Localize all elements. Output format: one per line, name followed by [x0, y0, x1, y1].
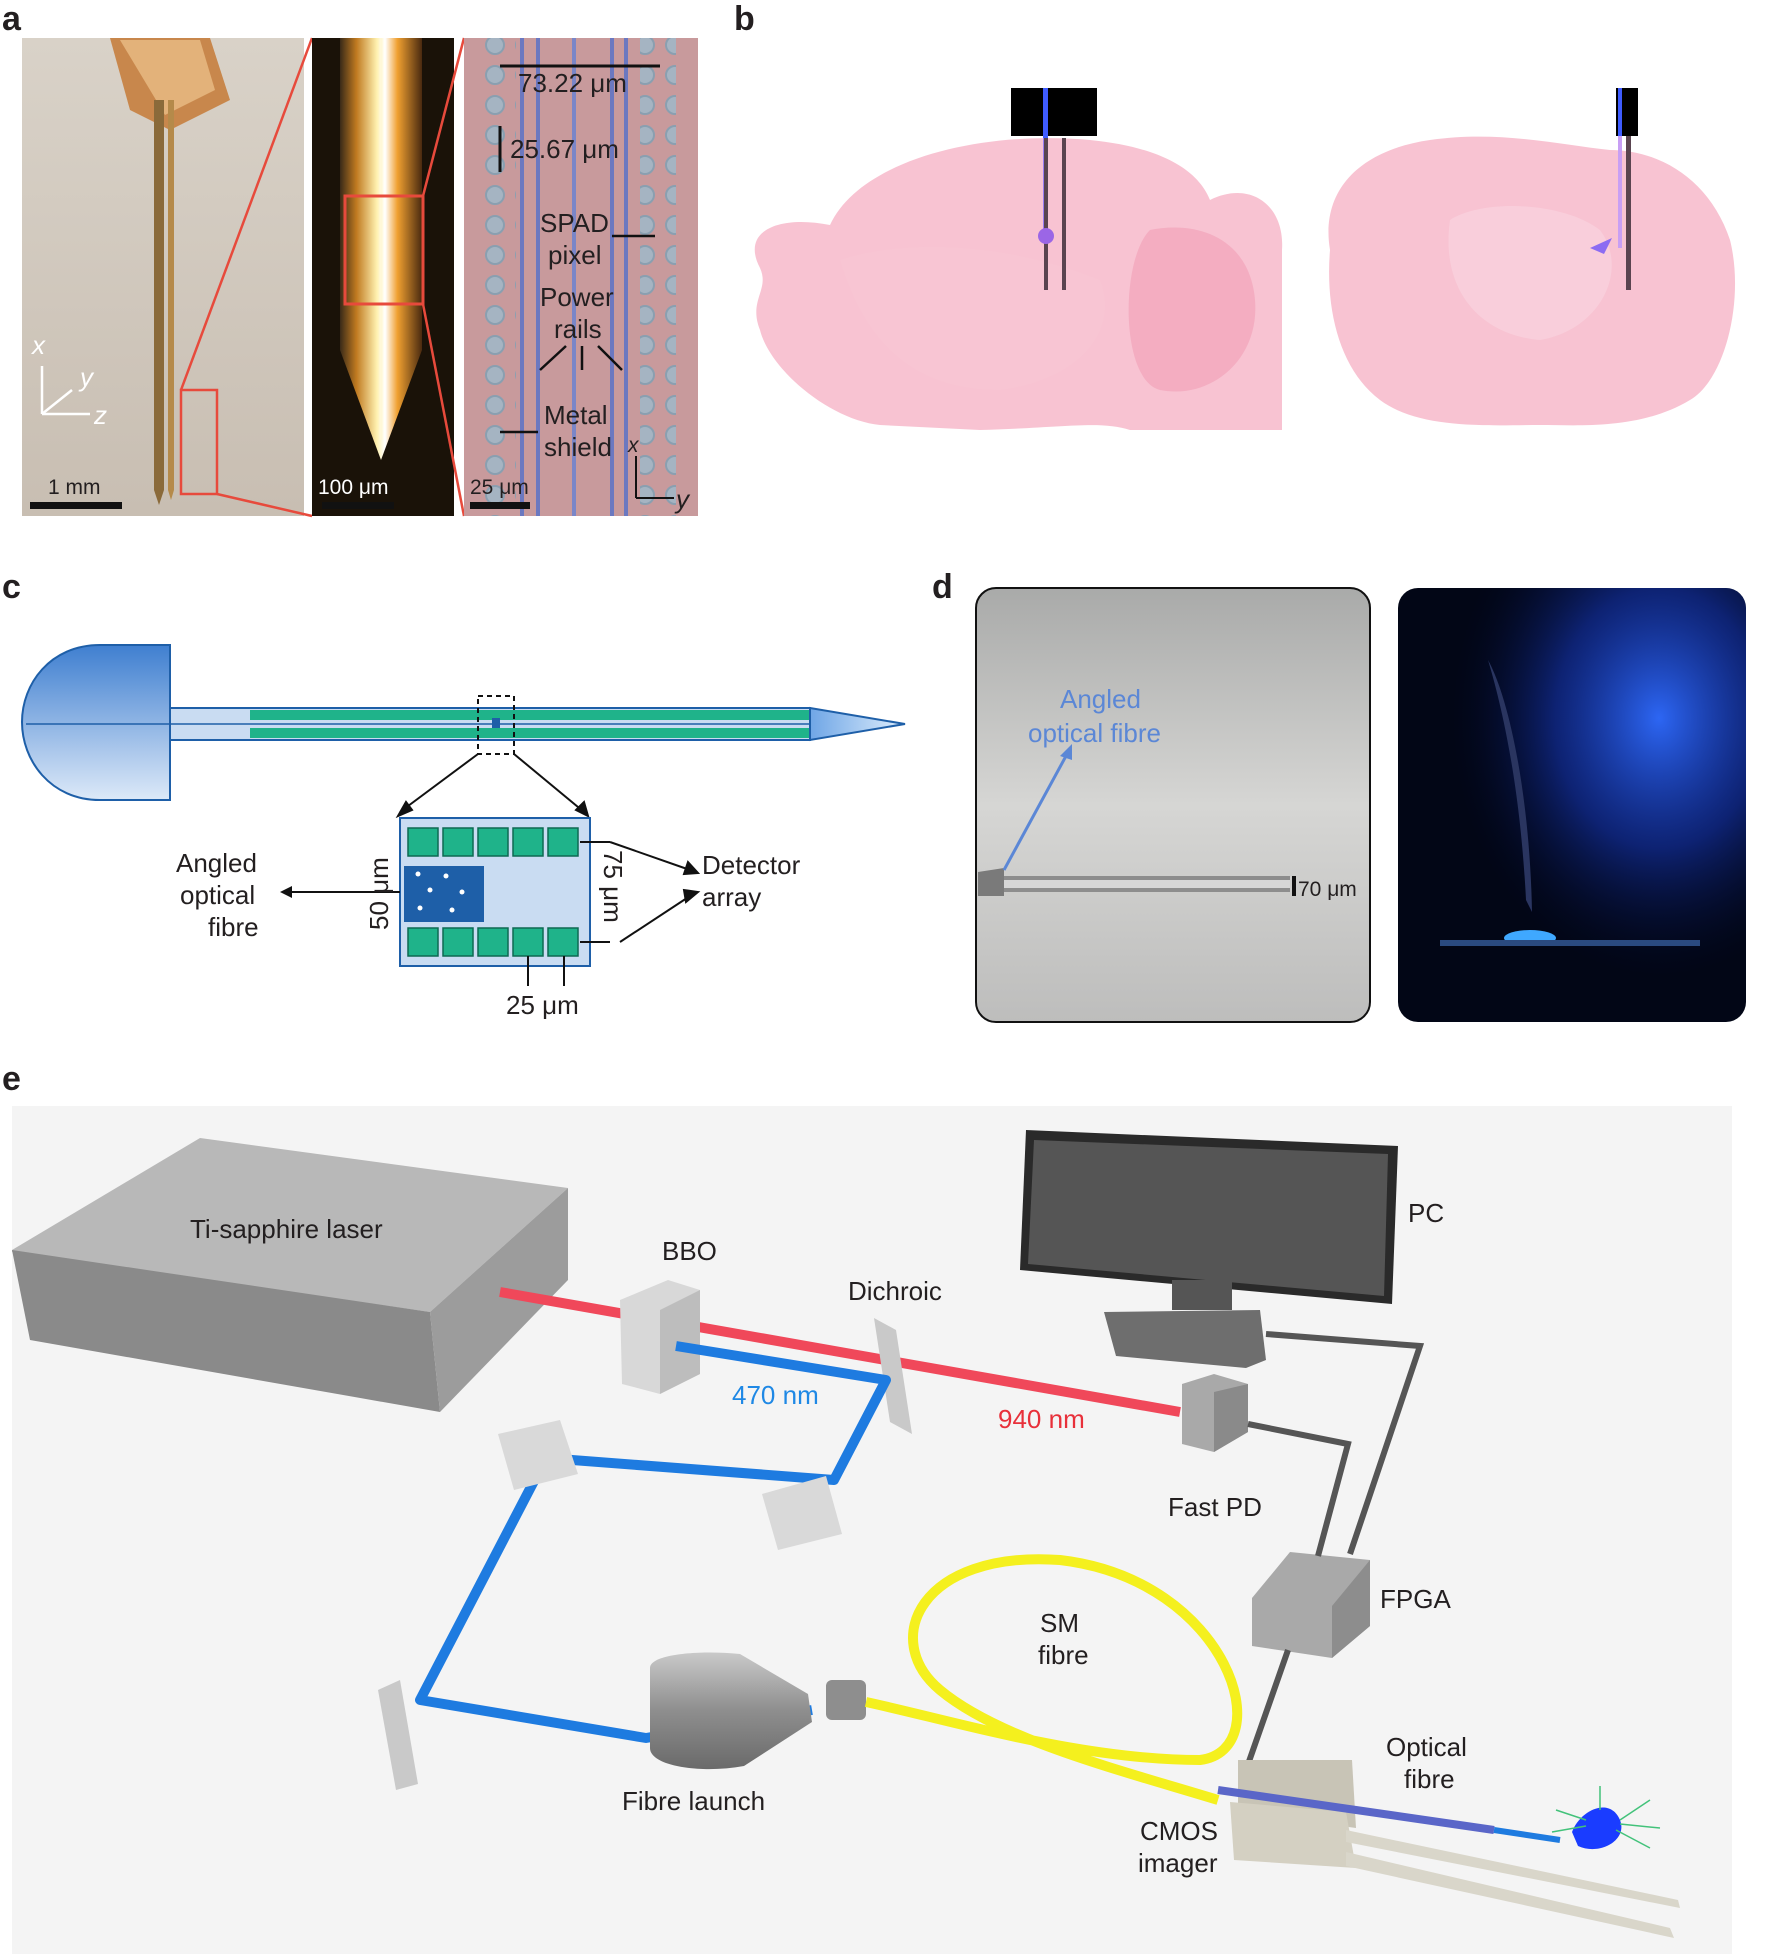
optical-label-2: fibre [1404, 1764, 1455, 1794]
laser-label: Ti-sapphire laser [190, 1214, 383, 1244]
fast-pd-label: Fast PD [1168, 1492, 1262, 1522]
metal-label-2: shield [544, 432, 612, 462]
cmos-imager [1230, 1760, 1680, 1938]
dichroic-label: Dichroic [848, 1276, 942, 1306]
scale-bar-25um [470, 502, 530, 509]
dim-25-label: 25 μm [506, 990, 579, 1020]
fibre-photo-blue [1398, 588, 1746, 1022]
panel-letter-a: a [2, 0, 22, 38]
mirror [762, 1476, 842, 1550]
arrow-head [280, 886, 292, 898]
detector-label-1: Detector [702, 850, 801, 880]
zoom-line [216, 492, 313, 518]
sm-label-2: fibre [1038, 1640, 1089, 1670]
zoom-line [421, 37, 466, 197]
sm-fibre [864, 1554, 1243, 1805]
power-label-2: rails [554, 314, 602, 344]
dichroic-mirror [874, 1318, 912, 1434]
ti-sapphire-laser [12, 1138, 568, 1412]
axis-x-a3: x [627, 434, 640, 457]
spad-label-1: SPAD [540, 208, 609, 238]
detector-arrows [609, 841, 701, 943]
dim-75-label: 75 μm [598, 850, 628, 923]
fibre-photo-white [975, 587, 1371, 1023]
bbo-crystal [620, 1280, 700, 1394]
zoom-arrows [395, 753, 590, 819]
mirror [498, 1420, 578, 1490]
wl-940-label: 940 nm [998, 1404, 1085, 1434]
scale-label-1mm: 1 mm [48, 476, 101, 499]
fibre-label-3: fibre [208, 912, 259, 942]
fibre-launch-label: Fibre launch [622, 1786, 765, 1816]
fpga-box [1252, 1552, 1370, 1658]
probe-photo [22, 38, 304, 516]
scale-label-25um: 25 μm [470, 476, 529, 499]
panel-letter-e: e [2, 1060, 21, 1098]
mirror [378, 1680, 418, 1790]
panel-letter-d: d [932, 568, 953, 606]
metal-label-1: Metal [544, 400, 608, 430]
red-beam [499, 1287, 1181, 1417]
dim-70-label: 70 μm [1298, 878, 1357, 901]
arrow-head [1060, 744, 1072, 760]
scale-bar-1mm [30, 502, 122, 509]
panel-letter-c: c [2, 568, 21, 606]
dim-pitch-label: 25.67 μm [510, 134, 619, 164]
fibre-pointer [1002, 755, 1068, 871]
optical-fibre-segment [1217, 1786, 1495, 1834]
axis-y-a: y [78, 362, 95, 392]
probe-tip-photo [312, 38, 454, 516]
panel-letter-b: b [734, 0, 755, 38]
dim-70-tick [1292, 876, 1296, 896]
dim-75-bracket [580, 841, 610, 943]
dim-25-ticks [527, 956, 565, 986]
pc-monitor [1020, 1130, 1398, 1368]
fast-pd [1182, 1374, 1248, 1452]
axes-xy [635, 456, 674, 499]
optical-label-1: Optical [1386, 1732, 1467, 1762]
pointer-lines [539, 345, 623, 371]
axis-z-a: z [93, 400, 107, 430]
detector-label-2: array [702, 882, 761, 912]
axis-y-a3: y [674, 484, 691, 514]
spad-micrograph [464, 38, 698, 516]
spad-label-2: pixel [548, 240, 601, 270]
scale-label-100um: 100 μm [318, 476, 388, 499]
wl-470-label: 470 nm [732, 1380, 819, 1410]
axis-x-a: x [30, 330, 46, 360]
pc-label: PC [1408, 1198, 1444, 1228]
power-label-1: Power [540, 282, 614, 312]
brain-sagittal [754, 88, 1283, 430]
probe-schematic [20, 644, 906, 801]
fibre-d-label-1: Angled [1060, 684, 1141, 714]
sm-label-1: SM [1040, 1608, 1079, 1638]
scale-bar-100um [322, 502, 394, 509]
neuron-icon [1551, 1786, 1661, 1850]
fibre-label-1: Angled [176, 848, 257, 878]
cmos-label-1: CMOS [1140, 1816, 1218, 1846]
fpga-label: FPGA [1380, 1584, 1451, 1614]
dim-width-label: 73.22 μm [518, 68, 627, 98]
zoom-line [421, 303, 466, 517]
optical-fibre-tip [1493, 1827, 1561, 1843]
fibre-launch [650, 1652, 866, 1770]
cmos-label-2: imager [1138, 1848, 1218, 1878]
axes-xyz [40, 366, 90, 416]
bbo-label: BBO [662, 1236, 717, 1266]
fibre-d-label-2: optical fibre [1028, 718, 1161, 748]
fibre-label-2: optical [180, 880, 255, 910]
dim-50-label: 50 μm [364, 857, 394, 930]
zoom-line [179, 37, 314, 391]
brain-coronal [1328, 88, 1736, 426]
detector-layout [399, 817, 591, 967]
